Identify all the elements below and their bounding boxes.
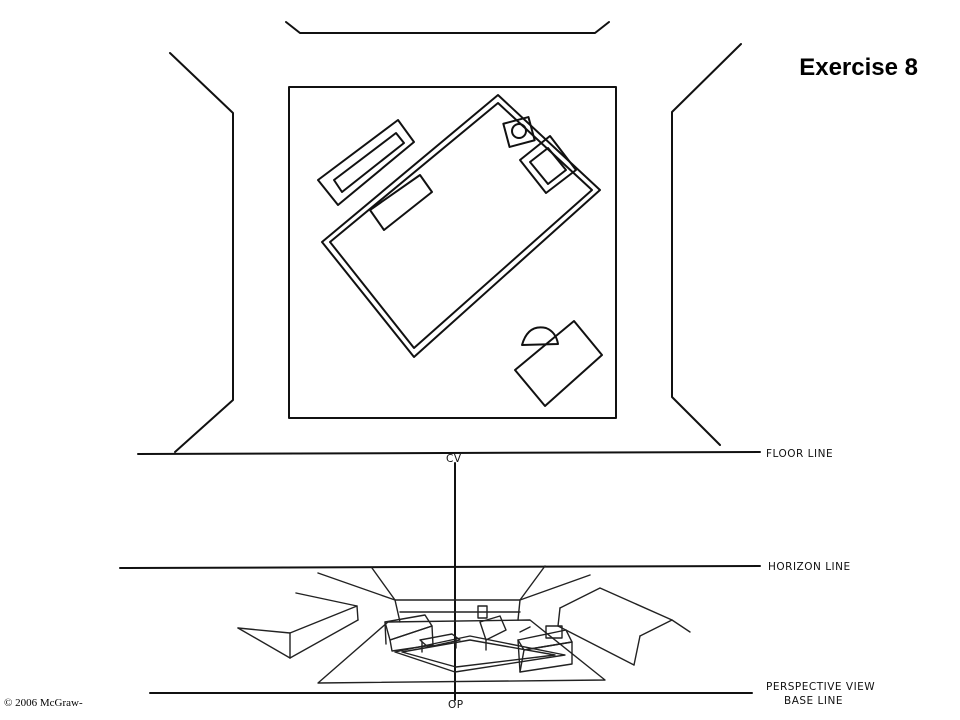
plan-rug: [321, 94, 601, 358]
copyright-notice: © 2006 McGraw-: [4, 697, 83, 709]
horizon-line-label: HORIZON LINE: [768, 561, 851, 573]
plan-lamp-table: [502, 116, 536, 148]
plan-left-wall: [169, 52, 234, 453]
plan-floor-square: [288, 86, 617, 419]
page-title: Exercise 8: [799, 54, 918, 81]
base-line-label-1: PERSPECTIVE VIEW: [766, 681, 875, 693]
plan-armchair: [519, 135, 577, 194]
cv-label: CV: [446, 453, 462, 465]
floor-line-label: FLOOR LINE: [766, 448, 833, 460]
plan-top-wall: [285, 21, 610, 34]
plan-sofa: [317, 119, 415, 206]
plan-coffee-table: [369, 174, 433, 231]
plan-right-wall: [671, 43, 742, 446]
horizon-line: [119, 565, 761, 569]
base-line-label-2: BASE LINE: [784, 695, 843, 707]
plan-desk: [514, 320, 603, 407]
floor-line: [137, 451, 761, 455]
perspective-view: [237, 565, 691, 684]
op-label: OP: [448, 699, 464, 711]
plan-view: [169, 21, 742, 453]
